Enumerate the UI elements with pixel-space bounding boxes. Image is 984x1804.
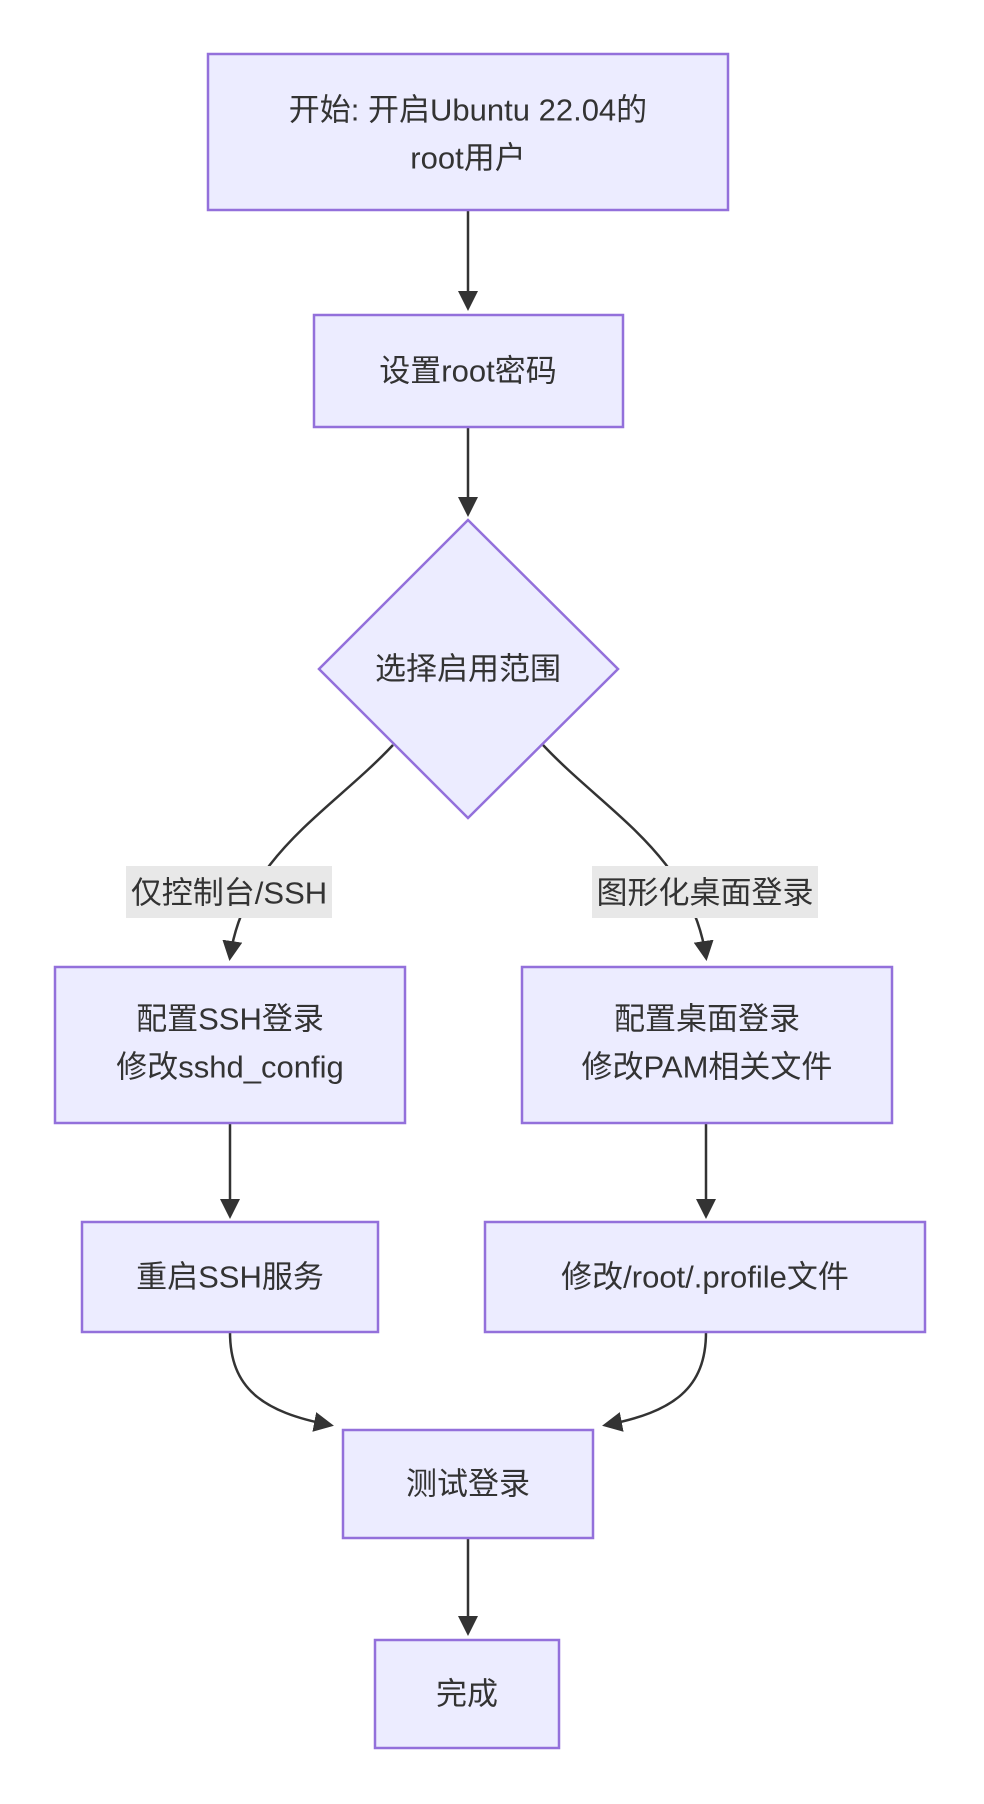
node-done-label: 完成 (436, 1677, 498, 1712)
edge-label-desktop: 图形化桌面登录 (592, 866, 818, 918)
node-done-box (373, 1638, 561, 1750)
node-config-ssh-login: 配置SSH登录 修改sshd_config (53, 965, 407, 1125)
node-set-root-password: 设置root密码 (312, 313, 625, 429)
edge-edit-profile-to-test-login (602, 1331, 708, 1432)
edge-label-desktop-bg (592, 866, 818, 918)
node-config-desktop-login-box (520, 965, 894, 1125)
node-config-ssh-login-label-line1: 配置SSH登录 (136, 1002, 324, 1037)
node-restart-ssh-label: 重启SSH服务 (136, 1260, 324, 1295)
node-done: 完成 (373, 1638, 561, 1750)
node-config-ssh-login-box (53, 965, 407, 1125)
node-edit-root-profile-box (483, 1220, 927, 1334)
edge-label-console-ssh-text: 仅控制台/SSH (131, 876, 327, 911)
edge-label-desktop-text: 图形化桌面登录 (597, 876, 814, 911)
edge-label-console-ssh-bg (126, 866, 332, 918)
node-start-label-line2: root用户 (410, 141, 525, 176)
node-restart-ssh-box (80, 1220, 380, 1334)
node-choose-scope-label: 选择启用范围 (375, 652, 561, 687)
node-start: 开始: 开启Ubuntu 22.04的 root用户 (206, 52, 730, 212)
edge-restart-ssh-to-test-login (228, 1331, 334, 1432)
node-choose-scope-diamond (317, 518, 620, 820)
node-start-box (206, 52, 730, 212)
node-start-label-line1: 开始: 开启Ubuntu 22.04的 (289, 93, 647, 128)
node-test-login-box (341, 1428, 595, 1540)
node-set-root-password-label: 设置root密码 (379, 354, 556, 389)
node-config-desktop-login-label-line1: 配置桌面登录 (614, 1002, 800, 1037)
node-test-login-label: 测试登录 (406, 1467, 530, 1502)
node-edit-root-profile-label: 修改/root/.profile文件 (561, 1260, 849, 1295)
edge-choose-scope-to-config-ssh (222, 744, 394, 961)
node-edit-root-profile: 修改/root/.profile文件 (483, 1220, 927, 1334)
node-config-desktop-login: 配置桌面登录 修改PAM相关文件 (520, 965, 894, 1125)
node-config-desktop-login-label-line2: 修改PAM相关文件 (582, 1050, 833, 1085)
edge-choose-scope-to-config-desktop (542, 744, 714, 961)
node-set-root-password-box (312, 313, 625, 429)
node-test-login: 测试登录 (341, 1428, 595, 1540)
node-config-ssh-login-label-line2: 修改sshd_config (116, 1050, 343, 1085)
node-restart-ssh: 重启SSH服务 (80, 1220, 380, 1334)
edge-label-console-ssh: 仅控制台/SSH (126, 866, 332, 918)
node-choose-scope: 选择启用范围 (317, 518, 620, 820)
